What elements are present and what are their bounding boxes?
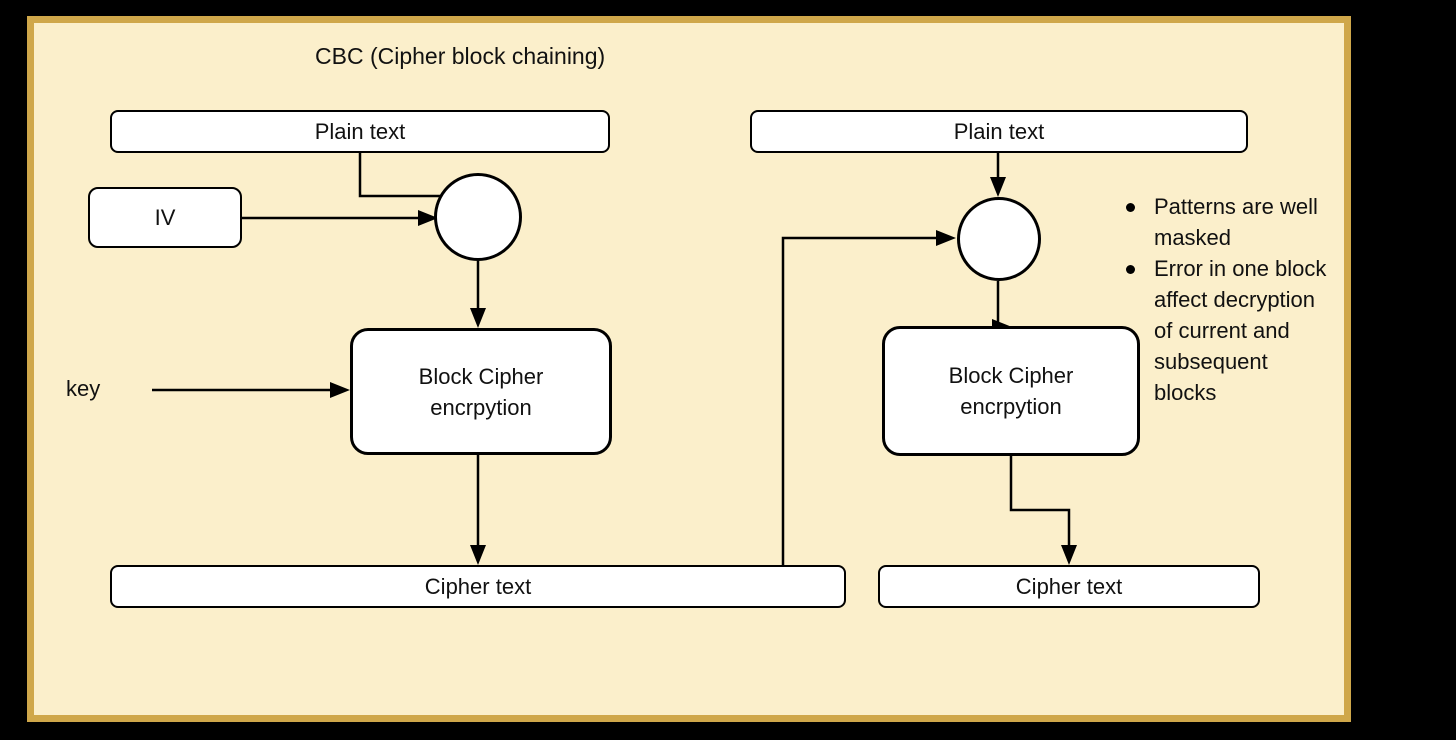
- plain-text-box-right: Plain text: [750, 110, 1248, 153]
- arrowhead-right-icon: [330, 382, 350, 398]
- arrowhead-down-icon: [470, 308, 486, 328]
- note-item: Patterns are well masked: [1118, 191, 1344, 253]
- plain-text-label-left: Plain text: [314, 119, 406, 144]
- connector-xor-to-blockcipher-left: [470, 261, 486, 328]
- arrowhead-right-icon: [936, 230, 956, 246]
- connector-plaintext-to-xor-right: [990, 153, 1006, 197]
- block-cipher-box-right: Block Cipher encrpytion: [882, 326, 1140, 456]
- note-item: Error in one block affect decryption of …: [1118, 253, 1344, 408]
- connector-blockcipher-to-ciphertext-right: [1009, 456, 1077, 565]
- iv-label: IV: [154, 205, 176, 230]
- connector-iv-to-xor-left: [242, 210, 438, 226]
- cipher-text-label-left: Cipher text: [424, 574, 532, 599]
- block-cipher-box-left: Block Cipher encrpytion: [350, 328, 612, 455]
- xor-node-right: [957, 197, 1041, 281]
- connector-plaintext-to-xor-left: [358, 153, 443, 198]
- iv-box: IV: [88, 187, 242, 248]
- connector-key-to-blockcipher-left: [152, 382, 350, 398]
- arrowhead-down-icon: [990, 177, 1006, 197]
- xor-node-left: [434, 173, 522, 261]
- diagram-canvas: CBC (Cipher block chaining) Plain text I…: [34, 23, 1344, 715]
- notes-list: Patterns are well masked Error in one bl…: [1118, 191, 1344, 408]
- arrowhead-down-icon: [470, 545, 486, 565]
- block-cipher-label-left: Block Cipher encrpytion: [418, 363, 544, 420]
- diagram-card: CBC (Cipher block chaining) Plain text I…: [27, 16, 1351, 722]
- arrowhead-down-icon: [1061, 545, 1077, 565]
- key-label: key: [66, 376, 101, 401]
- cipher-text-label-right: Cipher text: [1015, 574, 1123, 599]
- plain-text-box-left: Plain text: [110, 110, 610, 153]
- connector-blockcipher-to-ciphertext-left: [470, 455, 486, 565]
- plain-text-label-right: Plain text: [953, 119, 1045, 144]
- cipher-text-box-right: Cipher text: [878, 565, 1260, 608]
- cipher-text-box-left: Cipher text: [110, 565, 846, 608]
- diagram-title: CBC (Cipher block chaining): [315, 43, 606, 69]
- block-cipher-label-right: Block Cipher encrpytion: [948, 363, 1074, 419]
